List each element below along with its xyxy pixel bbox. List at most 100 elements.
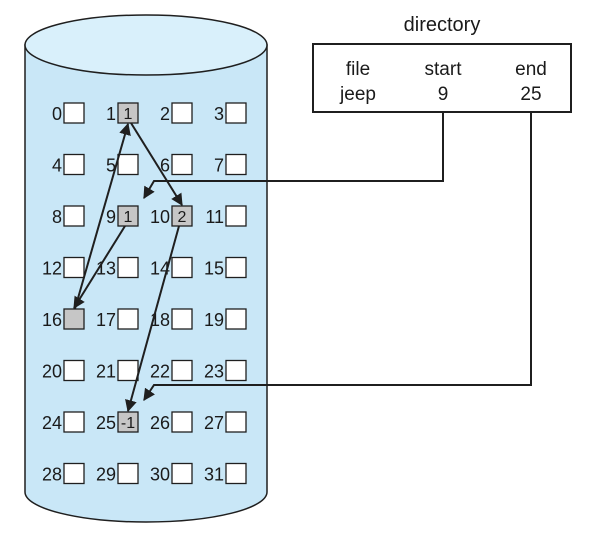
free-block-square bbox=[63, 411, 85, 433]
block-number: 8 bbox=[52, 207, 62, 227]
disk-block-28: 28 bbox=[42, 462, 85, 485]
block-number: 4 bbox=[52, 156, 62, 176]
block-number: 29 bbox=[96, 465, 116, 485]
block-number: 19 bbox=[204, 310, 224, 330]
block-number: 16 bbox=[42, 310, 62, 330]
directory-start-block: 9 bbox=[438, 84, 449, 105]
column-header-file: file bbox=[346, 59, 370, 80]
chain-arrow-9-to-16 bbox=[73, 225, 126, 310]
chain-arrow-10-to-25 bbox=[125, 225, 180, 413]
block-number: 11 bbox=[205, 207, 224, 227]
disk-block-8: 8 bbox=[52, 205, 85, 227]
block-number: 23 bbox=[204, 362, 224, 382]
disk-block-26: 26 bbox=[150, 411, 193, 433]
block-number: 17 bbox=[96, 310, 116, 330]
free-block-square bbox=[171, 102, 193, 124]
disk-cylinder bbox=[24, 14, 268, 523]
disk-block-27: 27 bbox=[204, 411, 247, 433]
block-pointer-chain bbox=[73, 122, 183, 413]
free-block-square bbox=[171, 153, 193, 176]
next-block-pointer: -1 bbox=[121, 415, 135, 432]
free-block-square bbox=[171, 359, 193, 382]
block-number: 28 bbox=[42, 465, 62, 485]
disk-block-10: 10 2 bbox=[150, 205, 193, 227]
disk-block-4: 4 bbox=[52, 153, 85, 176]
disk-block-16: 16 bbox=[42, 308, 85, 330]
disk-block-6: 6 bbox=[160, 153, 193, 176]
disk-block-23: 23 bbox=[204, 359, 247, 382]
disk-block-0: 0 bbox=[52, 102, 85, 124]
free-block-square bbox=[171, 411, 193, 433]
disk-block-15: 15 bbox=[204, 256, 247, 279]
block-number: 10 bbox=[150, 207, 170, 227]
block-number: 26 bbox=[150, 413, 170, 433]
free-block-square bbox=[63, 205, 85, 227]
free-block-square bbox=[225, 153, 247, 176]
free-block-square bbox=[225, 462, 247, 485]
next-block-pointer: 1 bbox=[124, 209, 133, 226]
block-number: 31 bbox=[204, 465, 224, 485]
block-number: 20 bbox=[42, 362, 62, 382]
free-block-square bbox=[117, 153, 139, 176]
directory-end-block: 25 bbox=[520, 84, 541, 105]
free-block-square bbox=[225, 205, 247, 227]
free-block-square bbox=[171, 308, 193, 330]
disk-block-21: 21 bbox=[96, 359, 139, 382]
block-number: 21 bbox=[96, 362, 116, 382]
free-block-square bbox=[171, 256, 193, 279]
block-number: 7 bbox=[214, 156, 224, 176]
block-number: 0 bbox=[52, 104, 62, 124]
chain-arrow-16-to-1 bbox=[73, 122, 131, 310]
block-number: 22 bbox=[150, 362, 170, 382]
free-block-square bbox=[63, 153, 85, 176]
next-block-pointer: 1 bbox=[124, 106, 133, 123]
free-block-square bbox=[225, 102, 247, 124]
free-block-square bbox=[117, 359, 139, 382]
directory-title: directory bbox=[404, 14, 481, 36]
allocated-block-square bbox=[63, 308, 85, 330]
block-number: 12 bbox=[42, 259, 62, 279]
block-number: 6 bbox=[160, 156, 170, 176]
disk-block-12: 12 bbox=[42, 256, 85, 279]
block-number: 9 bbox=[106, 207, 116, 227]
disk-block-3: 3 bbox=[214, 102, 247, 124]
directory-pointers bbox=[143, 112, 532, 401]
disk-block-2: 2 bbox=[160, 102, 193, 124]
chain-arrow-1-to-10 bbox=[130, 122, 183, 207]
disk-block-7: 7 bbox=[214, 153, 247, 176]
next-block-pointer: 2 bbox=[178, 209, 187, 226]
block-number: 24 bbox=[42, 413, 62, 433]
free-block-square bbox=[117, 256, 139, 279]
free-block-square bbox=[63, 102, 85, 124]
block-number: 15 bbox=[204, 259, 224, 279]
disk-block-29: 29 bbox=[96, 462, 139, 485]
disk-block-30: 30 bbox=[150, 462, 193, 485]
column-header-start: start bbox=[425, 59, 463, 80]
block-number: 30 bbox=[150, 465, 170, 485]
free-block-square bbox=[117, 462, 139, 485]
block-number: 2 bbox=[160, 104, 170, 124]
disk-block-19: 19 bbox=[204, 308, 247, 330]
block-number: 1 bbox=[106, 104, 116, 124]
block-number: 25 bbox=[96, 413, 116, 433]
start-pointer bbox=[143, 112, 444, 200]
free-block-square bbox=[63, 462, 85, 485]
free-block-square bbox=[171, 462, 193, 485]
free-block-square bbox=[63, 256, 85, 279]
allocated-block-square bbox=[117, 205, 139, 227]
disk-block-11: 11 bbox=[205, 205, 247, 227]
disk-block-22: 22 bbox=[150, 359, 193, 382]
free-block-square bbox=[63, 359, 85, 382]
free-block-square bbox=[117, 308, 139, 330]
disk-block-20: 20 bbox=[42, 359, 85, 382]
block-number: 27 bbox=[204, 413, 224, 433]
directory-file-name: jeep bbox=[339, 84, 376, 105]
end-pointer bbox=[143, 112, 532, 401]
column-header-end: end bbox=[515, 59, 547, 80]
free-block-square bbox=[225, 308, 247, 330]
free-block-square bbox=[225, 411, 247, 433]
free-block-square bbox=[225, 359, 247, 382]
disk-block-25: 25 -1 bbox=[96, 411, 139, 433]
